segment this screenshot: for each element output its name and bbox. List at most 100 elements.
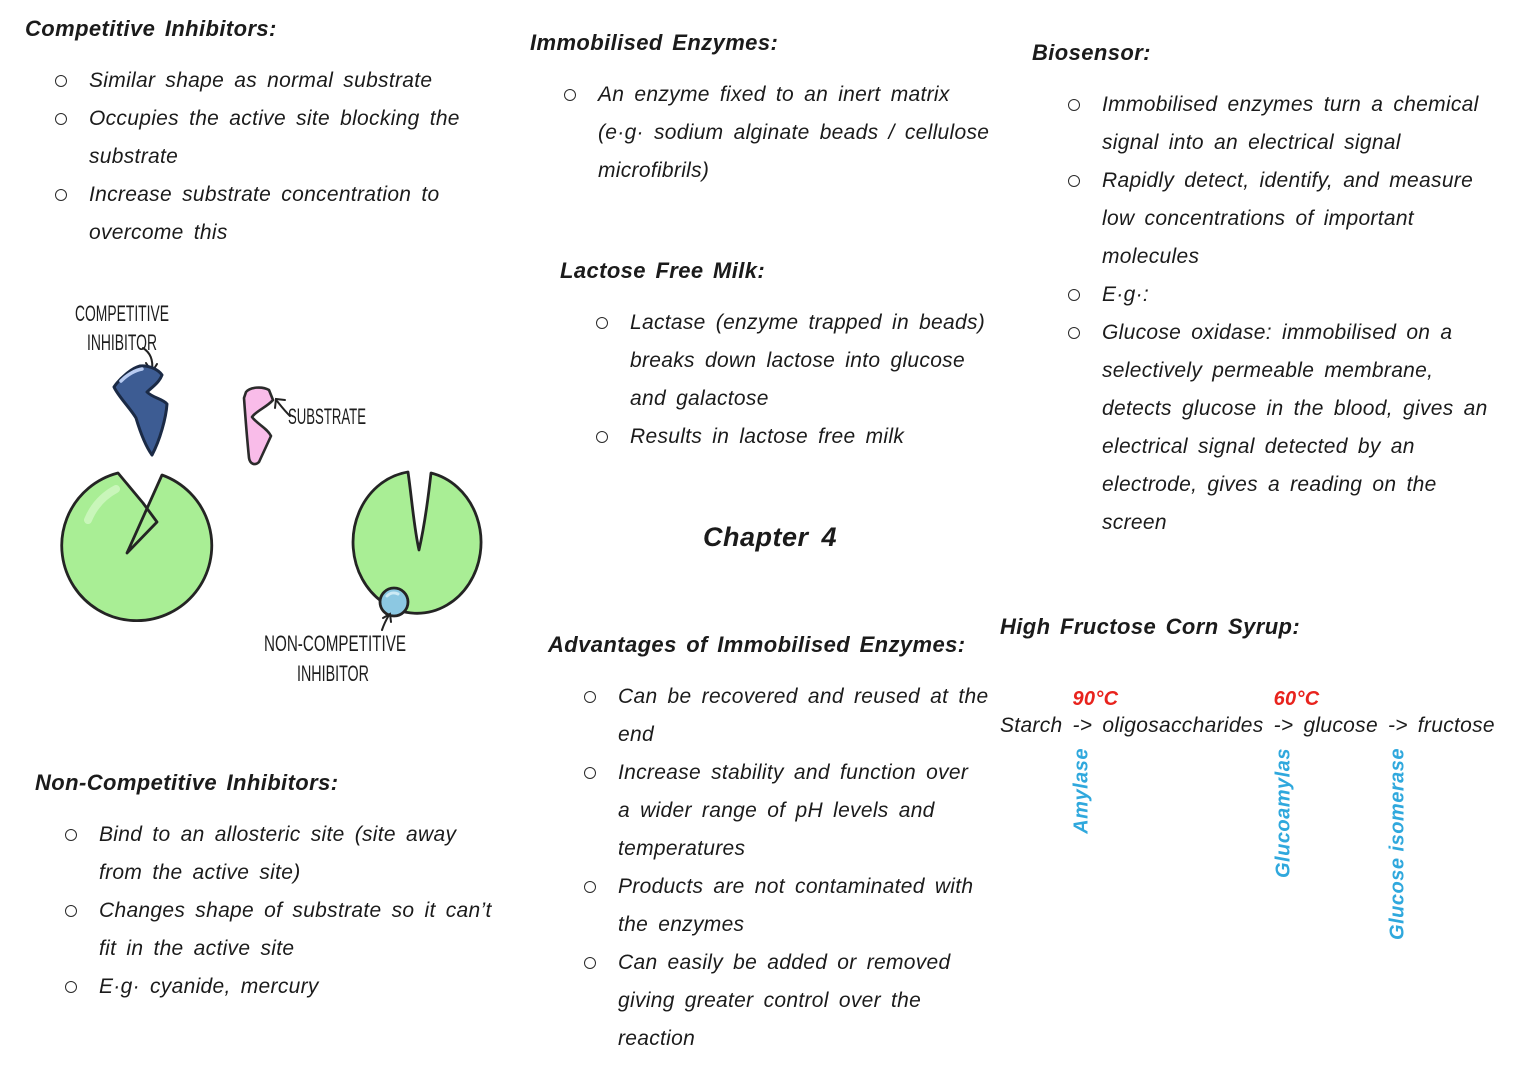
chain-item-fructose: fructose: [1417, 714, 1495, 737]
section-competitive-inhibitors: Competitive Inhibitors: Similar shape as…: [25, 14, 505, 252]
non-competitive-arrow-icon: [381, 612, 392, 631]
bullet-marker: [584, 957, 596, 969]
bullet-item: Occupies the active site blocking the su…: [55, 100, 505, 176]
advantages-heading: Advantages of Immobilised Enzymes:: [548, 632, 966, 657]
non-competitive-label-line1: NON-COMPETITIVE: [264, 631, 406, 656]
section-biosensor: Biosensor: Immobilised enzymes turn a ch…: [1032, 38, 1527, 542]
bullet-marker: [1068, 99, 1080, 111]
non-competitive-label-line2: INHIBITOR: [297, 661, 369, 686]
non-competitive-heading: Non-Competitive Inhibitors:: [35, 770, 339, 795]
enzyme-label-glucose-isomerase: Glucose isomerase: [1386, 748, 1409, 940]
bullet-item: Glucose oxidase: immobilised on a select…: [1068, 314, 1527, 542]
bullet-item: Bind to an allosteric site (site away fr…: [65, 816, 535, 892]
bullet-text: Increase stability and function over a w…: [618, 761, 969, 860]
enzyme-left-shape: [60, 471, 214, 622]
bullet-text: Occupies the active site blocking the su…: [89, 107, 460, 168]
bullet-text: Products are not contaminated with the e…: [618, 875, 974, 936]
bullet-marker: [55, 75, 67, 87]
bullet-item: Rapidly detect, identify, and measure lo…: [1068, 162, 1527, 276]
bullet-text: Glucose oxidase: immobilised on a select…: [1102, 321, 1488, 534]
chain-arrow-3: -> Glucose isomerase: [1386, 714, 1408, 940]
immobilised-heading: Immobilised Enzymes:: [530, 30, 779, 55]
bullet-item: Can easily be added or removed giving gr…: [584, 944, 1028, 1058]
bullet-item: Immobilised enzymes turn a chemical sign…: [1068, 86, 1527, 162]
chain-item-oligosaccharides: oligosaccharides: [1102, 714, 1264, 737]
bullet-text: Increase substrate concentration to over…: [89, 183, 440, 244]
bullet-item: Changes shape of substrate so it can’t f…: [65, 892, 535, 968]
enzyme-left-highlight: [84, 485, 120, 524]
temp-60c: 60°C: [1273, 688, 1320, 710]
advantages-bullet-list: Can be recovered and reused at the end I…: [548, 678, 1028, 1058]
bullet-marker: [584, 767, 596, 779]
section-high-fructose-corn-syrup: High Fructose Corn Syrup: Starch 90°C ->…: [1000, 612, 1525, 940]
substrate-label: SUBSTRATE: [288, 404, 366, 429]
lactose-heading: Lactose Free Milk:: [560, 258, 766, 283]
bullet-item: Increase stability and function over a w…: [584, 754, 1028, 868]
chain-item-glucose: glucose: [1303, 714, 1378, 737]
bullet-text: Bind to an allosteric site (site away fr…: [99, 823, 457, 884]
hfcs-reaction-chain: Starch 90°C -> Amylase oligosaccharides …: [1000, 688, 1525, 940]
bullet-text: Can be recovered and reused at the end: [618, 685, 989, 746]
section-non-competitive-inhibitors: Non-Competitive Inhibitors: Bind to an a…: [35, 768, 535, 1006]
arrow-glyph: ->: [1387, 714, 1408, 737]
competitive-heading: Competitive Inhibitors:: [25, 16, 277, 41]
bullet-text: An enzyme fixed to an inert matrix (e·g·…: [598, 83, 990, 182]
section-advantages: Advantages of Immobilised Enzymes: Can b…: [548, 630, 1028, 1058]
bullet-item: Increase substrate concentration to over…: [55, 176, 505, 252]
arrow-glyph: ->: [1273, 714, 1294, 737]
bullet-marker: [1068, 289, 1080, 301]
bullet-marker: [584, 691, 596, 703]
bullet-text: Lactase (enzyme trapped in beads) breaks…: [630, 311, 986, 410]
hfcs-heading: High Fructose Corn Syrup:: [1000, 614, 1301, 639]
bullet-text: Results in lactose free milk: [630, 425, 905, 448]
chain-arrow-2: 60°C -> Glucoamylas: [1272, 688, 1319, 878]
immobilised-bullet-list: An enzyme fixed to an inert matrix (e·g·…: [530, 76, 1030, 190]
substrate-arrow-icon: [274, 397, 291, 417]
inhibitor-diagram-svg: COMPETITIVE INHIBITOR SUBSTRATE: [60, 301, 483, 686]
chapter-title: Chapter 4: [702, 522, 838, 552]
bullet-item: E·g·:: [1068, 276, 1527, 314]
bullet-text: Can easily be added or removed giving gr…: [618, 951, 951, 1050]
section-immobilised-enzymes: Immobilised Enzymes: An enzyme fixed to …: [530, 28, 1030, 190]
inhibitor-diagram: COMPETITIVE INHIBITOR SUBSTRATE: [40, 288, 510, 718]
bullet-text: E·g·:: [1102, 283, 1150, 306]
substrate-shape: [242, 386, 275, 466]
bullet-marker: [596, 431, 608, 443]
bullet-text: E·g· cyanide, mercury: [99, 975, 319, 998]
non-competitive-inhibitor-dot: [378, 586, 410, 618]
chain-arrow-1: 90°C -> Amylase: [1071, 688, 1118, 834]
bullet-marker: [596, 317, 608, 329]
bullet-marker: [55, 113, 67, 125]
biosensor-heading: Biosensor:: [1032, 40, 1151, 65]
bullet-item: Can be recovered and reused at the end: [584, 678, 1028, 754]
bullet-marker: [1068, 175, 1080, 187]
non-competitive-bullet-list: Bind to an allosteric site (site away fr…: [35, 816, 535, 1006]
competitive-inhibitor-shape: [112, 364, 169, 457]
inhibitor-highlight: [119, 367, 144, 383]
bullet-item: Similar shape as normal substrate: [55, 62, 505, 100]
bullet-text: Similar shape as normal substrate: [89, 69, 433, 92]
enzyme-right-shape: [351, 470, 483, 615]
bullet-item: Lactase (enzyme trapped in beads) breaks…: [596, 304, 1040, 418]
section-lactose-free-milk: Lactose Free Milk: Lactase (enzyme trapp…: [560, 256, 1040, 456]
bullet-text: Immobilised enzymes turn a chemical sign…: [1102, 93, 1479, 154]
bullet-marker: [65, 981, 77, 993]
enzyme-label-glucoamylas: Glucoamylas: [1272, 748, 1295, 879]
chain-item-starch: Starch: [1000, 714, 1063, 737]
bullet-item: Products are not contaminated with the e…: [584, 868, 1028, 944]
bullet-marker: [584, 881, 596, 893]
bullet-item: E·g· cyanide, mercury: [65, 968, 535, 1006]
bullet-marker: [55, 189, 67, 201]
bullet-marker: [564, 89, 576, 101]
bullet-item: Results in lactose free milk: [596, 418, 1040, 456]
temp-90c: 90°C: [1072, 688, 1119, 710]
biosensor-bullet-list: Immobilised enzymes turn a chemical sign…: [1032, 86, 1527, 542]
competitive-bullet-list: Similar shape as normal substrate Occupi…: [25, 62, 505, 252]
bullet-item: An enzyme fixed to an inert matrix (e·g·…: [564, 76, 1030, 190]
arrow-glyph: ->: [1072, 714, 1093, 737]
bullet-text: Rapidly detect, identify, and measure lo…: [1102, 169, 1474, 268]
bullet-marker: [65, 829, 77, 841]
enzyme-label-amylase: Amylase: [1070, 748, 1093, 834]
lactose-bullet-list: Lactase (enzyme trapped in beads) breaks…: [560, 304, 1040, 456]
